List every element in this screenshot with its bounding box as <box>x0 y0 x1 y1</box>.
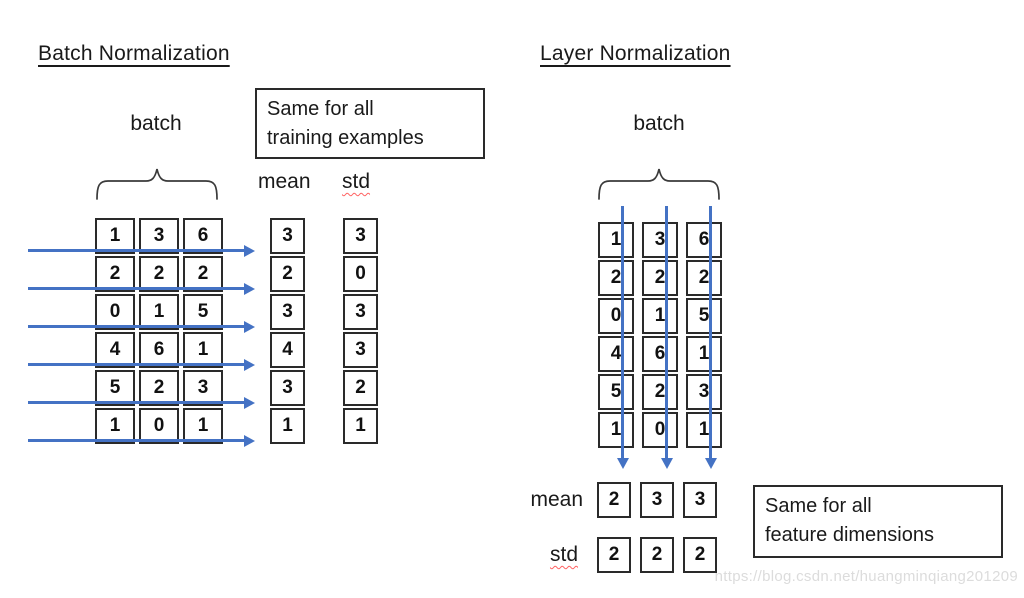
matrix-cell: 3 <box>640 482 674 518</box>
matrix-cell: 6 <box>139 332 179 368</box>
note-line-2: feature dimensions <box>765 524 934 546</box>
matrix-cell: 1 <box>270 408 305 444</box>
matrix-cell: 2 <box>183 256 223 292</box>
matrix-cell: 1 <box>95 408 135 444</box>
column-arrow-icon <box>660 206 673 469</box>
batch-label-right: batch <box>633 112 685 135</box>
batch-brace-left <box>96 168 218 200</box>
matrix-cell: 6 <box>642 336 678 372</box>
mean-label-right: mean <box>530 488 583 511</box>
row-arrow-icon <box>28 358 255 371</box>
matrix-cell: 3 <box>686 374 722 410</box>
matrix-cell: 0 <box>139 408 179 444</box>
matrix-cell: 1 <box>598 412 634 448</box>
std-label-left: std <box>342 170 371 193</box>
batch-norm-title: Batch Normalization <box>38 42 230 65</box>
matrix-cell: 1 <box>686 412 722 448</box>
matrix-cell: 3 <box>642 222 678 258</box>
matrix-cell: 2 <box>597 537 631 573</box>
column-arrow-icon <box>704 206 717 469</box>
matrix-cell: 2 <box>642 260 678 296</box>
matrix-cell: 3 <box>343 294 378 330</box>
matrix-cell: 5 <box>95 370 135 406</box>
matrix-cell: 5 <box>686 298 722 334</box>
matrix-cell: 1 <box>642 298 678 334</box>
matrix-cell: 2 <box>642 374 678 410</box>
std-label-right: std <box>549 543 578 566</box>
matrix-cell: 0 <box>95 294 135 330</box>
matrix-cell: 2 <box>683 537 717 573</box>
watermark-url: https://blog.csdn.net/huangminqiang20120… <box>714 568 1018 585</box>
matrix-cell: 1 <box>139 294 179 330</box>
row-arrow-icon <box>28 434 255 447</box>
matrix-cell: 2 <box>139 256 179 292</box>
matrix-cell: 0 <box>642 412 678 448</box>
row-arrow-icon <box>28 244 255 257</box>
matrix-cell: 0 <box>598 298 634 334</box>
matrix-cell: 5 <box>183 294 223 330</box>
matrix-cell: 1 <box>183 332 223 368</box>
matrix-cell: 6 <box>686 222 722 258</box>
row-arrow-icon <box>28 282 255 295</box>
matrix-cell: 6 <box>183 218 223 254</box>
matrix-cell: 3 <box>183 370 223 406</box>
matrix-cell: 1 <box>95 218 135 254</box>
matrix-cell: 2 <box>640 537 674 573</box>
matrix-cell: 2 <box>270 256 305 292</box>
matrix-cell: 1 <box>183 408 223 444</box>
note-line-1: Same for all <box>765 495 872 517</box>
matrix-cell: 3 <box>270 370 305 406</box>
matrix-cell: 4 <box>95 332 135 368</box>
matrix-cell: 2 <box>139 370 179 406</box>
matrix-cell: 0 <box>343 256 378 292</box>
matrix-cell: 2 <box>597 482 631 518</box>
matrix-cell: 3 <box>683 482 717 518</box>
note-line-1: Same for all <box>267 98 374 120</box>
batch-label-left: batch <box>130 112 182 135</box>
matrix-cell: 3 <box>139 218 179 254</box>
note-box-feature-dimensions: Same for all feature dimensions <box>753 485 1003 558</box>
layer-norm-title: Layer Normalization <box>540 42 731 65</box>
note-line-2: training examples <box>267 127 424 149</box>
matrix-cell: 3 <box>270 218 305 254</box>
matrix-cell: 4 <box>598 336 634 372</box>
row-arrow-icon <box>28 396 255 409</box>
matrix-cell: 1 <box>686 336 722 372</box>
matrix-cell: 3 <box>343 332 378 368</box>
matrix-cell: 2 <box>343 370 378 406</box>
row-arrow-icon <box>28 320 255 333</box>
column-arrow-icon <box>616 206 629 469</box>
matrix-cell: 1 <box>598 222 634 258</box>
batch-brace-right <box>598 168 720 200</box>
matrix-cell: 2 <box>686 260 722 296</box>
matrix-cell: 2 <box>95 256 135 292</box>
matrix-cell: 3 <box>343 218 378 254</box>
matrix-cell: 1 <box>343 408 378 444</box>
matrix-cell: 3 <box>270 294 305 330</box>
matrix-cell: 5 <box>598 374 634 410</box>
matrix-cell: 4 <box>270 332 305 368</box>
mean-label-left: mean <box>258 170 311 193</box>
matrix-cell: 2 <box>598 260 634 296</box>
note-box-training-examples: Same for all training examples <box>255 88 485 159</box>
